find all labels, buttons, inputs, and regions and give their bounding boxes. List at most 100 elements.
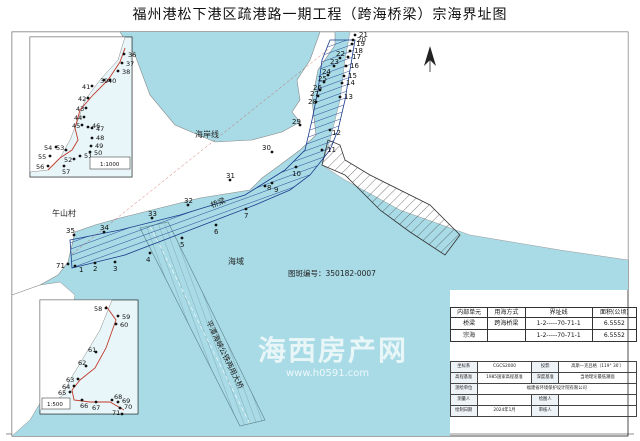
boundary-point-label: 51 — [84, 152, 92, 160]
boundary-point-marker — [298, 123, 302, 127]
table-header: 界址线 — [524, 307, 593, 318]
boundary-point-label: 23 — [330, 58, 339, 66]
boundary-point-label: 41 — [82, 83, 90, 91]
boundary-point-label: 70 — [124, 403, 132, 411]
table-row: 坐标系 CGCS2000 投影 高斯—克吕格（119° 30′） — [450, 361, 638, 373]
table-row: 宗海 1-2-----70-71-1 6.5552 — [449, 329, 638, 342]
boundary-point-marker — [351, 38, 355, 42]
table-cell: 高斯—克吕格（119° 30′） — [557, 361, 638, 373]
boundary-point-marker — [322, 80, 326, 84]
bridge-centerline — [71, 47, 331, 255]
boundary-point-label: 53 — [56, 144, 64, 152]
table-row: 桥梁 跨海桥梁 1-2-----70-71-1 6.5552 — [449, 317, 638, 330]
boundary-point-label: 30 — [262, 144, 271, 152]
boundary-point-label: 43 — [76, 105, 84, 113]
boundary-point-marker — [122, 52, 126, 56]
boundary-point-marker — [328, 128, 332, 132]
table-cell: 绘图人 — [531, 394, 559, 406]
bridge-strip — [69, 39, 356, 269]
boundary-point-label: 14 — [346, 79, 355, 87]
table-cell: 测量人 — [450, 394, 478, 406]
boundary-point-label: 20 — [357, 36, 366, 44]
table-header: 用海方式 — [487, 307, 526, 318]
boundary-point-marker — [48, 154, 52, 158]
boundary-point-marker — [84, 364, 88, 368]
village-label: 午山村 — [52, 208, 76, 218]
table-cell: 2024年1月 — [476, 405, 533, 417]
boundary-point-marker — [214, 223, 218, 227]
inset-bottom-scale: 1:500 — [47, 402, 63, 408]
boundary-point-marker — [270, 150, 274, 154]
table-header: 面积(公顷) — [591, 307, 638, 318]
info-table: 坐标系 CGCS2000 投影 高斯—克吕格（119° 30′） 高程基准 19… — [450, 361, 638, 417]
boundary-point-label: 49 — [95, 142, 103, 150]
boundary-point-marker — [93, 261, 97, 265]
boundary-point-marker — [148, 251, 152, 255]
table-cell: 6.5552 — [591, 329, 638, 342]
table-row: 测绘单位 福建省环境保护设计院有限公司 — [450, 383, 637, 395]
boundary-point-marker — [180, 236, 184, 240]
table-cell: 桥梁 — [449, 317, 489, 330]
boundary-point-label: 16 — [350, 62, 359, 70]
boundary-point-label: 31 — [226, 172, 235, 180]
boundary-point-marker — [338, 56, 342, 60]
boundary-point-label: 55 — [38, 153, 46, 161]
boundary-point-marker — [326, 73, 330, 77]
table-cell: 坐标系 — [450, 361, 478, 373]
boundary-point-label: 71 — [112, 409, 120, 417]
boundary-point-label: 4 — [146, 256, 151, 264]
table-cell: 高程基准 — [450, 372, 478, 384]
boundary-point-marker — [116, 69, 120, 73]
boundary-point-label: 63 — [66, 376, 74, 384]
boundary-point-label: 38 — [122, 68, 130, 76]
boundary-point-label: 6 — [214, 228, 219, 236]
boundary-point-marker — [94, 400, 98, 404]
boundary-point-marker — [78, 154, 82, 158]
boundary-point-label: 56 — [36, 163, 44, 171]
boundary-point-label: 66 — [80, 402, 88, 410]
boundary-point-label: 7 — [244, 212, 248, 220]
boundary-point-label: 1 — [79, 266, 83, 274]
boundary-point-label: 42 — [78, 95, 86, 103]
boundary-point-marker — [108, 78, 112, 82]
table-cell — [476, 394, 533, 406]
boundary-point-label: 52 — [64, 156, 72, 164]
boundary-point-label: 62 — [78, 359, 86, 367]
boundary-point-label: 24 — [322, 68, 331, 76]
boundary-point-label: 21 — [359, 31, 368, 39]
table-cell: 跨海桥梁 — [487, 317, 526, 330]
table-cell — [557, 405, 638, 417]
table-cell: 投影 — [531, 361, 559, 373]
inset-top-scale: 1:1000 — [100, 162, 120, 168]
coastline-label: 海岸线 — [195, 129, 219, 139]
table-row: 绘制日期 2024年1月 审核人 — [450, 405, 638, 417]
boundary-point-marker — [116, 400, 120, 404]
table-header: 内部单元 — [449, 307, 489, 318]
boundary-point-label: 29 — [292, 118, 301, 126]
boundary-point-label: 47 — [96, 125, 104, 133]
boundary-point-label: 19 — [356, 40, 365, 48]
table-cell: 1985国家高程基准 — [476, 372, 533, 384]
boundary-point-marker — [113, 260, 117, 264]
boundary-point-label: 26 — [313, 84, 322, 92]
boundary-point-label: 12 — [332, 129, 341, 137]
boundary-point-marker — [110, 398, 114, 402]
boundary-point-marker — [314, 100, 318, 104]
boundary-point-label: 59 — [122, 313, 130, 321]
table-cell: 当地理论最低潮面 — [557, 372, 638, 384]
boundary-point-marker — [186, 203, 190, 207]
boundary-point-marker — [114, 322, 118, 326]
table-row: 高程基准 1985国家高程基准 深度基准 当地理论最低潮面 — [450, 372, 638, 384]
boundary-point-label: 57 — [62, 168, 70, 176]
boundary-point-marker — [62, 164, 66, 168]
boundary-point-label: 5 — [180, 241, 184, 249]
boundary-point-marker — [82, 115, 86, 119]
boundary-point-marker — [344, 64, 348, 68]
boundary-point-label: 2 — [93, 265, 97, 273]
boundary-point-label: 65 — [58, 389, 66, 397]
boundary-point-marker — [54, 145, 58, 149]
boundary-point-label: 60 — [120, 321, 128, 329]
table-cell: 绘制日期 — [450, 405, 478, 417]
parcel-id-label: 图斑编号：350182-0007 — [288, 268, 376, 278]
